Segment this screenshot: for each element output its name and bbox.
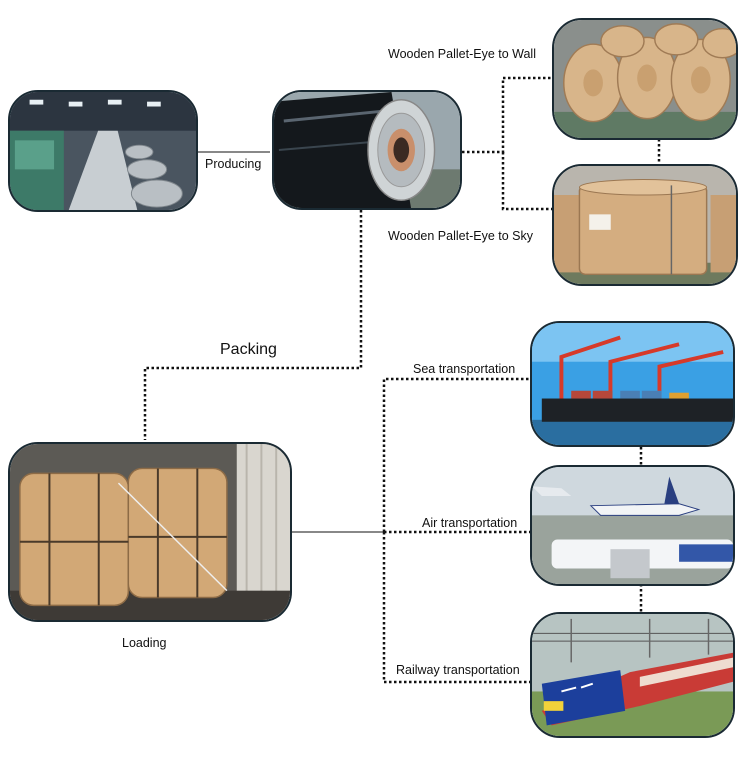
label-packing: Packing (220, 341, 277, 358)
railway-transportation-photo (530, 612, 735, 738)
label-air-transportation: Air transportation (422, 516, 518, 530)
coil-photo (272, 90, 462, 210)
label-producing: Producing (205, 157, 262, 171)
label-sea-transportation: Sea transportation (413, 362, 516, 376)
label-pallet-eye-to-sky: Wooden Pallet-Eye to Sky (388, 229, 533, 243)
connector-coil-to-pallets (462, 76, 552, 154)
label-pallet-eye-to-wall: Wooden Pallet-Eye to Wall (388, 47, 536, 61)
connector-transport-tree (382, 377, 530, 532)
label-railway-transportation: Railway transportation (396, 663, 520, 677)
loading-container-photo (8, 442, 292, 622)
connector-coil-to-loading (143, 210, 363, 440)
connector-to-pallet-sky (501, 152, 552, 211)
pallet-eye-to-wall-photo (552, 18, 738, 140)
air-transportation-photo (530, 465, 735, 586)
pallet-eye-to-sky-photo (552, 164, 738, 286)
connector-to-rail (382, 532, 530, 684)
label-loading: Loading (122, 636, 167, 650)
factory-photo (8, 90, 198, 212)
sea-transportation-photo (530, 321, 735, 447)
